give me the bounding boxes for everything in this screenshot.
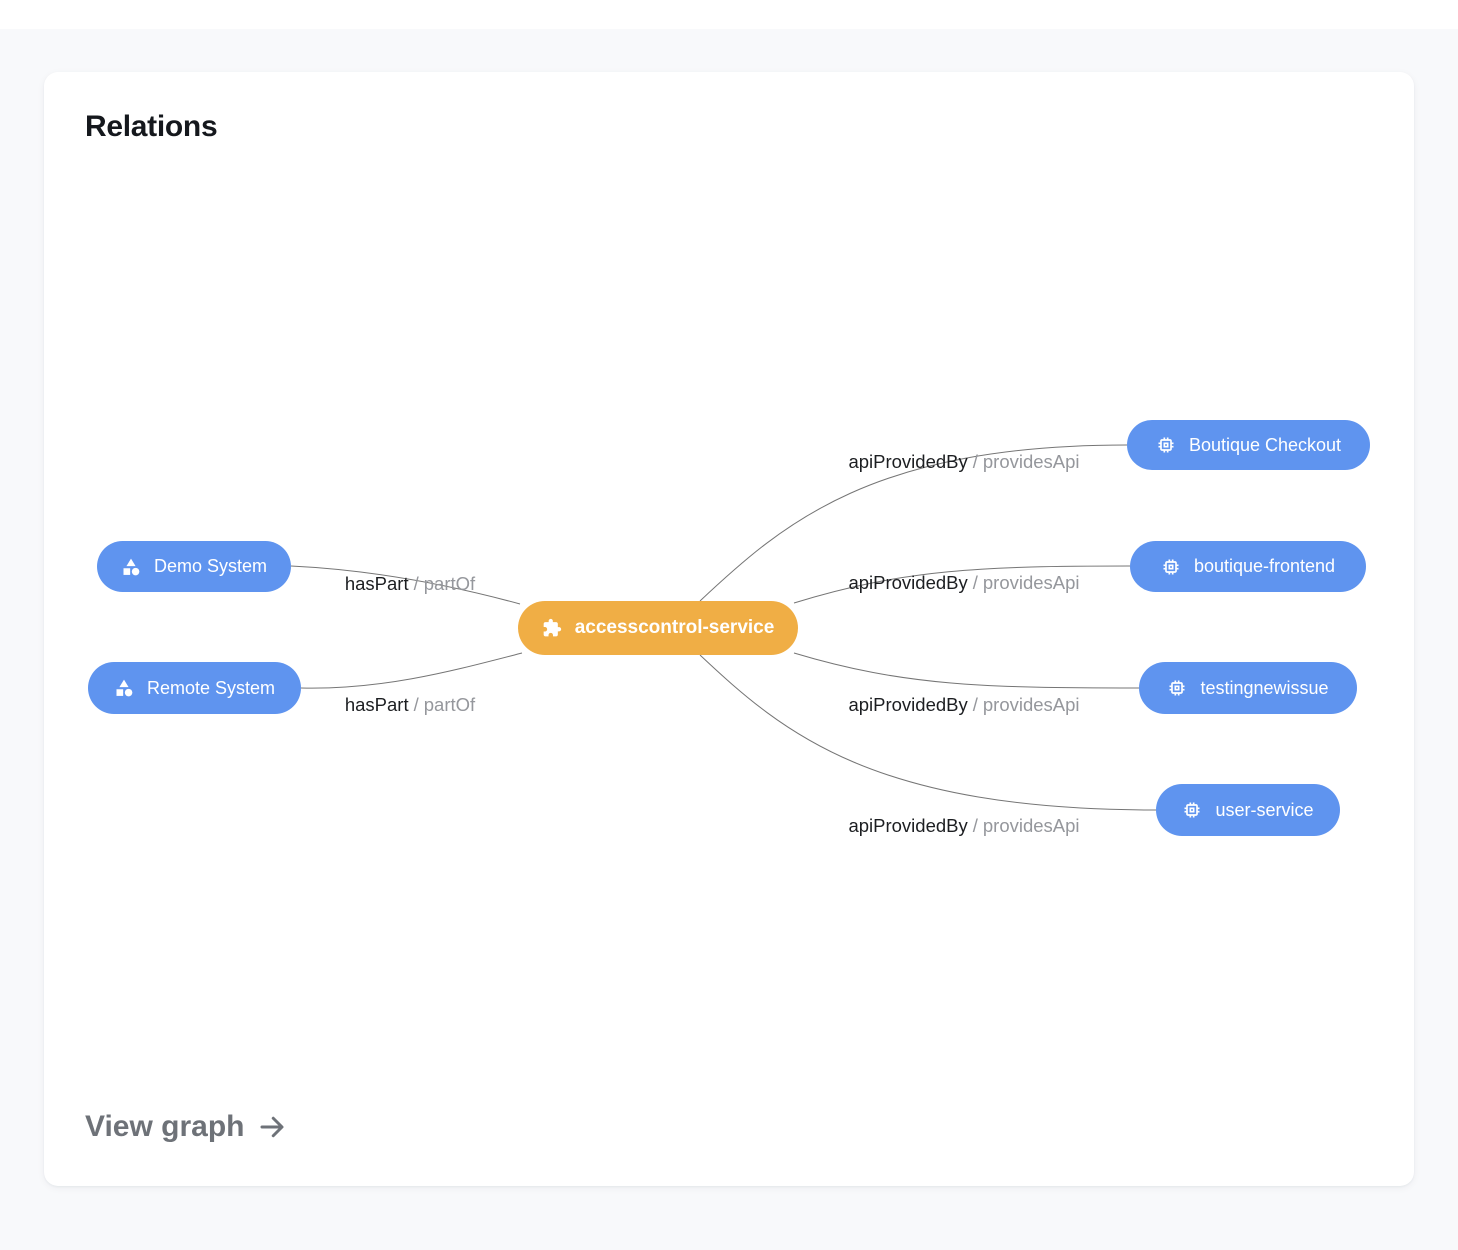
node-label: accesscontrol-service	[574, 617, 775, 638]
relation-primary: apiProvidedBy	[848, 451, 968, 472]
relation-separator: /	[972, 572, 978, 593]
node-label: Demo System	[153, 556, 268, 576]
relation-edges	[290, 444, 1157, 811]
node-accesscontrol-service[interactable]: accesscontrol-service	[518, 601, 798, 655]
edge-label-haspart: hasPart/partOf	[345, 694, 475, 716]
node-boutique-checkout[interactable]: Boutique Checkout	[1127, 420, 1370, 470]
relation-secondary: partOf	[423, 694, 476, 715]
edge-label-apiprovidedby: apiProvidedBy/providesApi	[848, 451, 1079, 473]
relation-separator: /	[972, 451, 978, 472]
relation-primary: apiProvidedBy	[848, 815, 968, 836]
edge-label-apiprovidedby: apiProvidedBy/providesApi	[848, 694, 1079, 716]
node-boutique-frontend[interactable]: boutique-frontend	[1130, 541, 1366, 592]
card-title: Relations	[85, 110, 218, 143]
edge-label-haspart: hasPart/partOf	[345, 573, 475, 595]
system-category-icon	[121, 557, 141, 577]
relation-secondary: providesApi	[982, 451, 1080, 472]
api-chip-icon	[1161, 557, 1181, 577]
relation-secondary: providesApi	[982, 572, 1080, 593]
api-chip-icon	[1167, 678, 1187, 698]
relations-card: Relations Demo System Remote System acce…	[44, 72, 1414, 1186]
edge-boutique-checkout	[699, 444, 1128, 602]
node-testingnewissue[interactable]: testingnewissue	[1139, 662, 1357, 714]
edge-testingnewissue	[793, 652, 1140, 689]
relation-secondary: providesApi	[982, 815, 1080, 836]
arrow-right-icon	[260, 1116, 283, 1138]
puzzle-piece-icon	[542, 618, 562, 638]
node-label: user-service	[1215, 799, 1314, 820]
node-remote-system[interactable]: Remote System	[88, 662, 301, 714]
relation-separator: /	[972, 815, 978, 836]
edge-boutique-frontend	[793, 565, 1131, 604]
relation-primary: apiProvidedBy	[848, 572, 968, 593]
system-category-icon	[114, 678, 134, 698]
relation-separator: /	[972, 694, 978, 715]
relation-separator: /	[413, 694, 419, 715]
api-chip-icon	[1156, 435, 1176, 455]
node-label: Remote System	[146, 677, 276, 698]
view-graph-label: View graph	[85, 1110, 245, 1143]
edge-remote-system	[300, 652, 523, 689]
relation-secondary: providesApi	[982, 694, 1080, 715]
edge-user-service	[699, 654, 1157, 811]
node-label: boutique-frontend	[1193, 556, 1336, 576]
view-graph-link[interactable]: View graph	[85, 1110, 287, 1144]
edge-demo-system	[290, 565, 521, 605]
relation-primary: apiProvidedBy	[848, 694, 968, 715]
edge-label-apiprovidedby: apiProvidedBy/providesApi	[848, 815, 1079, 837]
relation-primary: hasPart	[344, 573, 409, 594]
relation-separator: /	[413, 573, 419, 594]
api-chip-icon	[1182, 800, 1202, 820]
top-strip	[0, 0, 1458, 29]
node-demo-system[interactable]: Demo System	[97, 541, 291, 592]
node-label: testingnewissue	[1200, 677, 1329, 698]
relation-primary: hasPart	[344, 694, 409, 715]
node-user-service[interactable]: user-service	[1156, 784, 1340, 836]
node-label: Boutique Checkout	[1188, 434, 1342, 455]
relation-secondary: partOf	[423, 573, 476, 594]
edge-label-apiprovidedby: apiProvidedBy/providesApi	[848, 572, 1079, 594]
